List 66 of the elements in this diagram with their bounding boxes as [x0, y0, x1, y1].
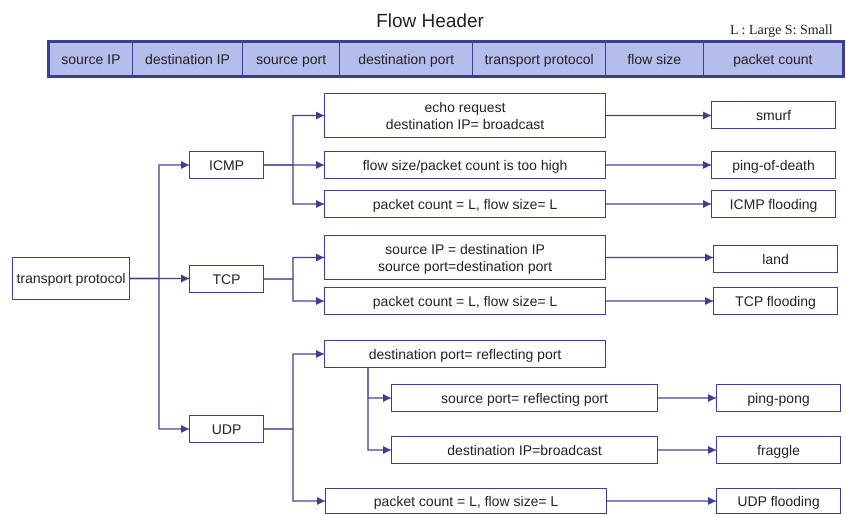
box-text: source port=destination port	[378, 258, 552, 274]
box-text: packet count = L, flow size= L	[372, 292, 558, 310]
box-text: ping-pong	[747, 390, 810, 406]
box-text: TCP flooding	[735, 292, 816, 310]
arrow	[607, 497, 716, 505]
box-text: destination IP=broadcast	[447, 442, 602, 458]
condition-box	[12, 257, 130, 300]
box-text: fraggle	[757, 442, 800, 458]
arrow	[606, 161, 711, 169]
condition-box	[713, 245, 838, 273]
box-text: flow size/packet count is too high	[362, 156, 568, 174]
box-text: TCP	[212, 270, 240, 288]
condition-box	[324, 287, 606, 315]
arrow	[606, 254, 713, 262]
box-text: source port= reflecting port	[441, 390, 608, 406]
box-text: ICMP flooding	[730, 196, 818, 212]
box-text: UDP	[212, 420, 242, 438]
legend-note: L : Large S: Small	[730, 22, 833, 40]
header-field: destination IP	[132, 43, 244, 75]
condition-box	[324, 151, 606, 179]
condition-box	[189, 151, 264, 179]
box-text: UDP flooding	[737, 492, 820, 510]
condition-box	[324, 190, 606, 218]
condition-box	[391, 384, 658, 412]
header-field: transport protocol	[473, 43, 606, 75]
box-text: source IP = destination IP	[385, 240, 545, 258]
condition-box	[325, 488, 607, 514]
arrow	[606, 112, 711, 120]
header-field: source port	[243, 43, 340, 75]
condition-box	[711, 151, 836, 179]
arrow	[130, 278, 189, 433]
condition-box	[391, 436, 658, 464]
box-text: land	[762, 250, 789, 268]
arrow	[606, 297, 713, 305]
title: Flow Header	[375, 10, 485, 34]
box-text: transport protocol	[16, 270, 126, 287]
header-field: flow size	[606, 43, 704, 75]
arrow	[264, 164, 324, 208]
box-text: packet count = L, flow size= L	[374, 492, 558, 510]
condition-box	[189, 265, 264, 293]
condition-box	[716, 488, 841, 514]
box-text: ICMP	[209, 156, 244, 174]
arrow	[264, 428, 325, 505]
box-text: ping-of-death	[732, 156, 815, 174]
box-text: packet count = L, flow size= L	[372, 196, 558, 212]
arrow	[606, 200, 711, 208]
header-field: destination port	[340, 43, 474, 75]
arrow	[367, 368, 391, 454]
condition-box	[324, 235, 606, 280]
header-field: packet count	[704, 43, 842, 75]
box-text: destination IP= broadcast	[386, 116, 544, 132]
condition-box	[713, 287, 838, 315]
condition-box	[324, 340, 606, 368]
condition-box	[711, 101, 836, 129]
arrow	[264, 278, 324, 305]
box-text: echo request	[424, 98, 506, 116]
box-text: destination port= reflecting port	[368, 346, 562, 362]
arrow	[658, 394, 716, 402]
condition-box	[716, 436, 841, 464]
arrow	[658, 446, 716, 454]
condition-box	[716, 384, 841, 412]
header-field: source IP	[50, 43, 133, 75]
box-text: smurf	[756, 106, 791, 124]
condition-box	[189, 415, 264, 443]
condition-box	[711, 190, 836, 218]
condition-box	[324, 93, 606, 138]
